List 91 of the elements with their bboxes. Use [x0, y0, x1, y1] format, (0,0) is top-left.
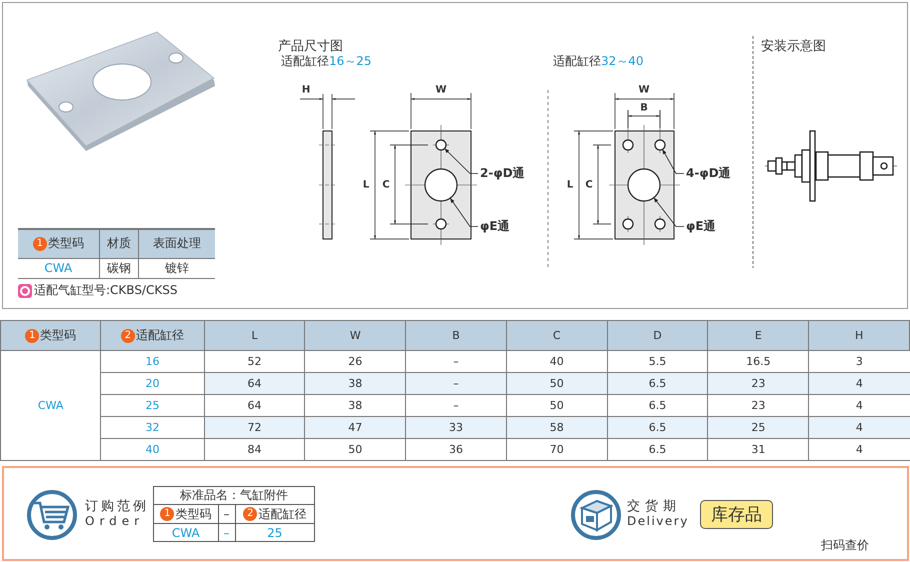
section-heading: 安装示意图 — [761, 38, 826, 55]
header-text: 类型码 — [175, 506, 212, 520]
table-value: 23 — [708, 372, 809, 394]
bore-caption: 适配缸径 — [553, 54, 601, 68]
column-header: 材质 — [99, 229, 139, 258]
callout-label: φE通 — [480, 218, 510, 235]
table-value: 32 — [100, 416, 204, 438]
number-badge: 1 — [160, 507, 174, 522]
table-value: 36 — [406, 438, 506, 460]
section-heading: 产品尺寸图 — [278, 38, 343, 55]
table-value: 38 — [304, 372, 406, 394]
hole — [622, 139, 634, 151]
leader-line — [662, 148, 684, 174]
table-value: 4 — [808, 438, 910, 460]
table-value: 4 — [808, 372, 910, 394]
bore-range: 32～40 — [601, 54, 644, 68]
hole — [424, 168, 458, 202]
table-title: 标准品名：气缸附件 — [154, 486, 314, 504]
table-value: 47 — [304, 416, 406, 438]
dimension-label: H — [302, 84, 310, 96]
hole — [654, 218, 666, 230]
table-value: 镀锌 — [138, 258, 215, 278]
table-value: 70 — [506, 438, 608, 460]
column-header: 类型码 — [48, 236, 84, 250]
section-label: Delivery — [627, 514, 689, 528]
bore-caption: 适配缸径 — [281, 54, 329, 68]
header-text: 类型码 — [40, 328, 76, 342]
table-value: 33 — [406, 416, 506, 438]
table-value: 25 — [235, 524, 314, 542]
number-badge: 1 — [25, 328, 40, 343]
table-value: CWA — [18, 258, 100, 278]
table-value: 16 — [100, 350, 204, 372]
column-header: W — [304, 320, 406, 350]
number-badge: 2 — [120, 328, 135, 343]
column-header: 表面处理 — [138, 229, 215, 258]
table-value: 40 — [100, 438, 204, 460]
dimension-label: W — [435, 84, 447, 96]
leader-line — [450, 198, 478, 227]
dimension-label: B — [640, 102, 648, 114]
table-value: CWA — [154, 524, 218, 542]
column-header: C — [506, 320, 608, 350]
number-badge: 1 — [32, 236, 47, 251]
header-text: 适配缸径 — [136, 328, 184, 342]
hole — [622, 218, 634, 230]
column-header: H — [808, 320, 910, 350]
bore-range: 16～25 — [329, 54, 372, 68]
leader-line — [653, 197, 684, 227]
dimension-label: C — [585, 180, 593, 190]
table-value: – — [218, 524, 236, 542]
separator-text: – — [224, 507, 230, 521]
hole — [654, 139, 666, 151]
table-value: 20 — [100, 372, 204, 394]
dimension-label: L — [566, 180, 574, 190]
caption: 扫码查价 — [821, 537, 869, 554]
hole — [435, 139, 447, 151]
table-value: 6.5 — [607, 416, 708, 438]
header-text: 适配缸径 — [258, 506, 306, 520]
table-value: 4 — [808, 416, 910, 438]
table-value: 58 — [506, 416, 608, 438]
leader-line — [444, 148, 478, 174]
section-label: 订购范例 — [85, 498, 149, 515]
callout-label: 4-φD通 — [686, 165, 731, 182]
hole — [435, 218, 447, 230]
column-header: D — [607, 320, 708, 350]
table-value: 72 — [204, 416, 305, 438]
dimension-label: C — [382, 180, 390, 190]
hole — [627, 168, 661, 202]
column-header: B — [406, 320, 506, 350]
stock-tag: 库存品 — [700, 500, 773, 529]
column-header: E — [708, 320, 809, 350]
section-label: 交货期 — [627, 498, 681, 515]
table-value: 50 — [506, 372, 608, 394]
number-badge: 2 — [243, 507, 258, 522]
callout-label: φE通 — [686, 218, 716, 235]
callout-label: 2-φD通 — [480, 165, 525, 182]
table-value: 25 — [100, 394, 204, 416]
table-value: 6.5 — [607, 372, 708, 394]
dimension-label: W — [638, 84, 650, 96]
column-header: L — [204, 320, 305, 350]
table-value: CWA — [0, 350, 101, 460]
table-value: 84 — [204, 438, 305, 460]
table-value: 6.5 — [607, 438, 708, 460]
table-value: 50 — [304, 438, 406, 460]
table-value: 25 — [708, 416, 809, 438]
compatible-models-note: 适配气缸型号:CKBS/CKSS — [34, 282, 178, 299]
table-value: 31 — [708, 438, 809, 460]
section-label: Order — [85, 514, 144, 528]
table-value: – — [406, 372, 506, 394]
table-value: 碳钢 — [99, 258, 139, 278]
table-value: 64 — [204, 372, 305, 394]
dimension-label: L — [362, 180, 370, 190]
